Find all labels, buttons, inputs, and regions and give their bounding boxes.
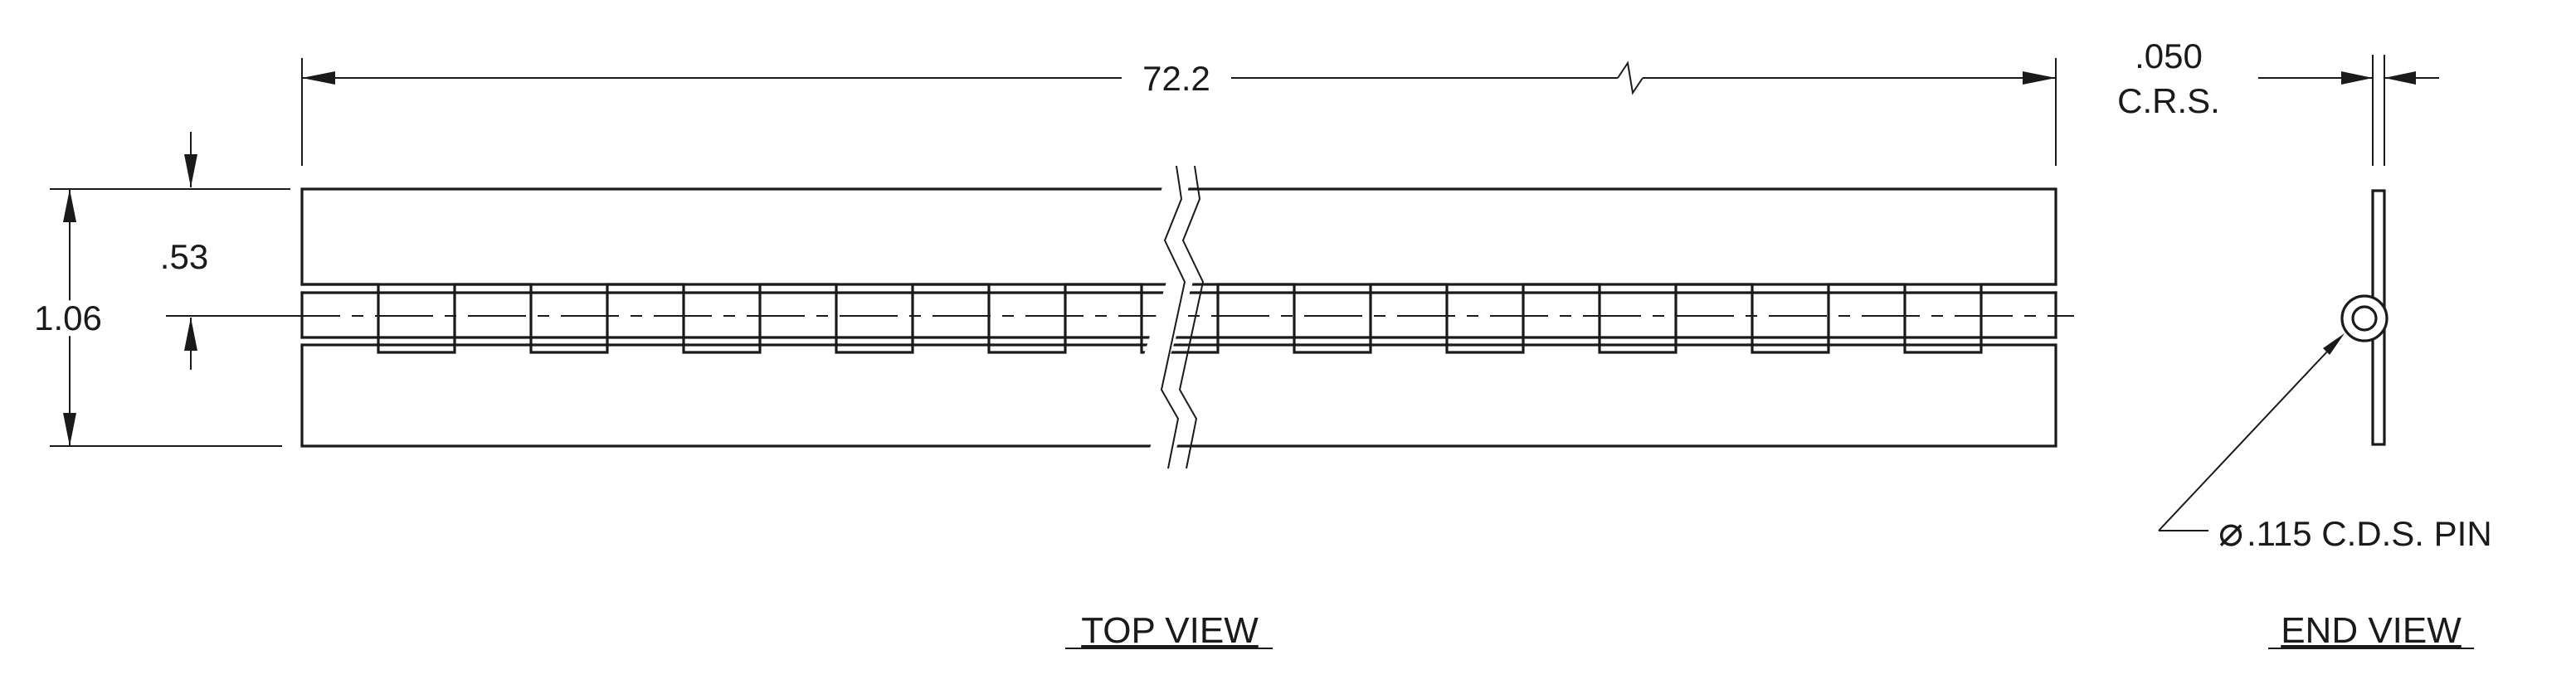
lower-leaf bbox=[300, 343, 2057, 448]
end-view-title: END VIEW bbox=[2281, 610, 2462, 651]
half-height-label: .53 bbox=[160, 237, 208, 276]
pin-leader bbox=[2158, 336, 2342, 531]
height-dimension: 1.06 bbox=[28, 188, 290, 447]
knuckle-wave bbox=[300, 283, 2057, 354]
length-arrow-left bbox=[302, 71, 335, 85]
length-dimension: 72.2 bbox=[302, 59, 2056, 98]
length-label: 72.2 bbox=[1142, 59, 1210, 98]
end-view: .050 C.R.S. ⌀ .115 C.D.S. PIN END VIEW bbox=[2117, 36, 2492, 651]
height-label: 1.06 bbox=[34, 298, 102, 337]
thickness-label: .050 bbox=[2135, 36, 2203, 75]
top-view-title: TOP VIEW bbox=[1081, 610, 1259, 651]
knuckle-curl bbox=[2340, 294, 2389, 342]
pin-label: .115 C.D.S. PIN bbox=[2247, 514, 2492, 553]
half-height-dimension: .53 bbox=[160, 132, 282, 370]
pin-diameter-symbol: ⌀ bbox=[2218, 508, 2243, 555]
length-arrow-right bbox=[2023, 71, 2056, 85]
material-label: C.R.S. bbox=[2117, 81, 2220, 120]
break-lines bbox=[1133, 165, 1205, 469]
top-view: 72.2 1.06 bbox=[28, 58, 2074, 651]
pin-section bbox=[2351, 305, 2378, 332]
